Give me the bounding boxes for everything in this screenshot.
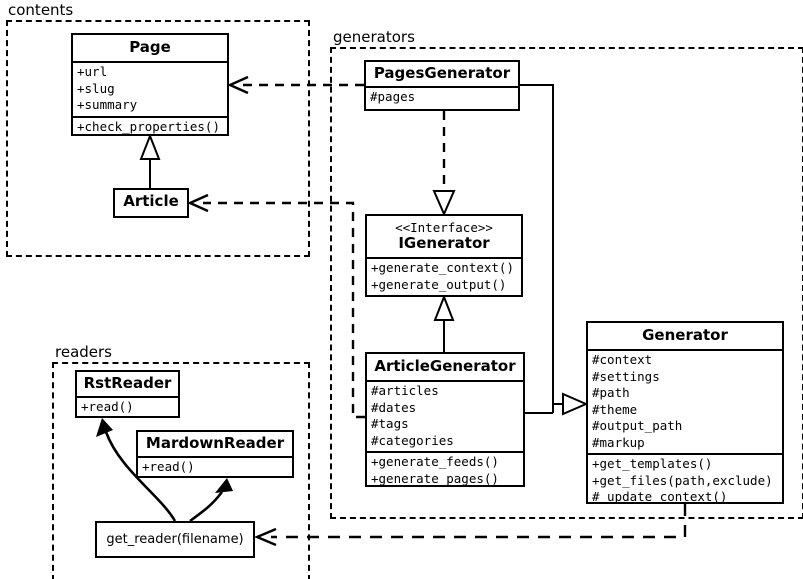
class-title-rst-reader: RstReader	[83, 374, 172, 392]
class-operations-rst-reader: +read()	[77, 396, 178, 418]
class-box-page[interactable]: Page +url +slug +summary +check_properti…	[71, 33, 229, 136]
class-operations-article-generator: +generate_feeds() +generate_pages()	[367, 451, 523, 489]
class-member: #markup	[592, 434, 645, 450]
class-title-mardown-reader: MardownReader	[145, 434, 285, 452]
relation-generators-inherit-generator	[520, 84, 589, 416]
class-title-generator: Generator	[642, 326, 728, 344]
class-operations-mardown-reader: +read()	[138, 456, 292, 478]
class-member: #context	[592, 352, 653, 368]
class-operations-page: +check_properties()	[73, 115, 227, 138]
relation-article-inherits-page	[139, 133, 161, 188]
class-member: +slug	[77, 80, 115, 96]
class-member: +summary	[77, 97, 138, 113]
class-box-generator[interactable]: Generator #context #settings #path #them…	[586, 321, 784, 504]
relation-get-reader-returns-rstreader	[96, 418, 177, 522]
class-member: +read()	[142, 459, 195, 475]
relation-pagesgenerator-realizes-igenerator	[432, 111, 456, 217]
class-box-igenerator[interactable]: <<Interface>> IGenerator +generate_conte…	[365, 214, 523, 297]
relation-generator-uses-get-reader	[253, 504, 687, 547]
class-attributes-article-generator: #articles #dates #tags #categories	[367, 380, 523, 451]
class-member: #output_path	[592, 418, 683, 434]
relation-articlegenerator-inherits-igenerator	[433, 294, 455, 352]
class-member: +url	[77, 64, 108, 80]
class-member: +get_templates()	[592, 456, 713, 472]
class-box-article-generator[interactable]: ArticleGenerator #articles #dates #tags …	[365, 352, 525, 487]
class-attributes-page: +url +slug +summary	[73, 61, 227, 116]
package-label-contents: contents	[6, 1, 76, 19]
class-stereotype-igenerator: <<Interface>>	[395, 220, 493, 235]
class-member: +check_properties()	[77, 118, 220, 134]
class-operations-igenerator: +generate_context() +generate_output()	[367, 257, 521, 295]
class-member: #theme	[592, 401, 638, 417]
class-member: #_update_context()	[592, 489, 728, 505]
class-member: +generate_feeds()	[371, 454, 499, 470]
class-box-mardown-reader[interactable]: MardownReader +read()	[136, 430, 294, 478]
function-label-get-reader: get_reader(filename)	[106, 532, 244, 547]
class-member: #tags	[371, 416, 409, 432]
class-box-rst-reader[interactable]: RstReader +read()	[75, 370, 180, 418]
class-operations-generator: +get_templates() +get_files(path,exclude…	[588, 453, 782, 508]
class-title-article: Article	[123, 192, 179, 210]
class-title-igenerator: <<Interface>> IGenerator	[367, 216, 521, 257]
class-member: #articles	[371, 383, 439, 399]
class-member: +generate_pages()	[371, 470, 499, 486]
class-title-page: Page	[129, 38, 171, 56]
package-frame-contents	[6, 20, 310, 257]
package-frame-readers	[52, 362, 310, 579]
class-member: #pages	[370, 89, 416, 105]
class-attributes-generator: #context #settings #path #theme #output_…	[588, 349, 782, 453]
class-member: +read()	[81, 399, 134, 415]
class-member: +generate_context()	[371, 260, 514, 276]
class-title-article-generator: ArticleGenerator	[374, 357, 516, 375]
relation-articlegenerator-uses-article	[187, 193, 365, 419]
package-label-readers: readers	[53, 343, 114, 361]
class-title-pages-generator: PagesGenerator	[373, 64, 511, 82]
class-name-igenerator: IGenerator	[398, 234, 490, 252]
class-member: #settings	[592, 368, 660, 384]
class-member: #dates	[371, 399, 417, 415]
package-label-generators: generators	[331, 28, 417, 46]
function-box-get-reader[interactable]: get_reader(filename)	[95, 521, 255, 558]
class-member: +get_files(path,exclude)	[592, 472, 773, 488]
class-member: +generate_output()	[371, 276, 507, 292]
class-member: #path	[592, 385, 630, 401]
class-box-article[interactable]: Article	[113, 188, 189, 218]
relation-pagesgenerator-uses-page	[227, 75, 364, 95]
class-member: #categories	[371, 432, 454, 448]
class-box-pages-generator[interactable]: PagesGenerator #pages	[364, 60, 520, 111]
class-attributes-pages-generator: #pages	[366, 86, 518, 108]
relation-get-reader-returns-mardownreader	[189, 478, 233, 523]
